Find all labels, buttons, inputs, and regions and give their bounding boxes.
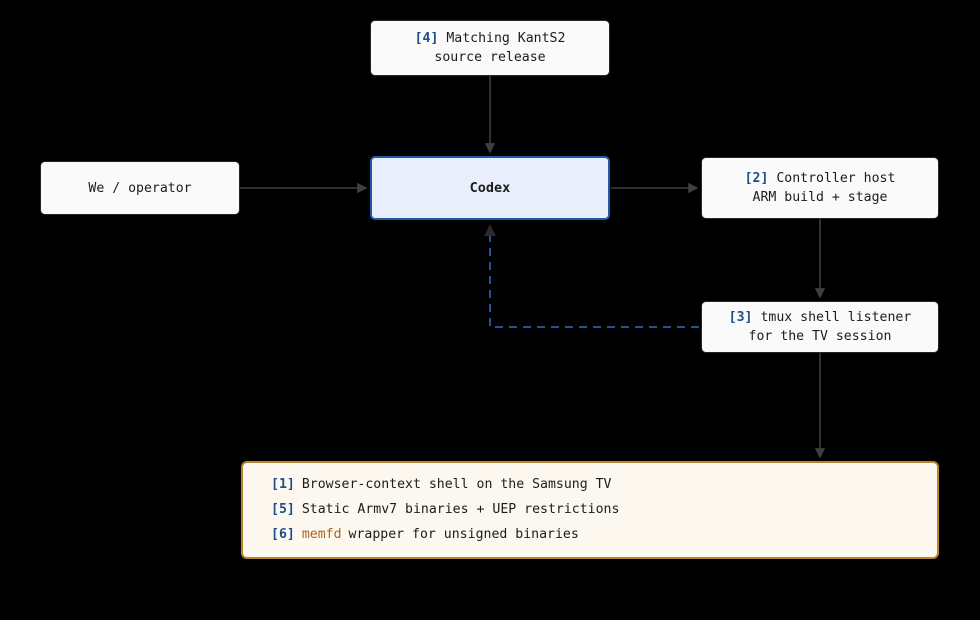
note-text: Browser-context shell on the Samsung TV — [301, 477, 612, 492]
node-text: Controller host — [776, 171, 896, 186]
node-text: We / operator — [88, 180, 192, 196]
node-line: [2] Controller host — [745, 169, 896, 188]
note-text: Static Armv7 binaries + UEP restrictions — [301, 502, 620, 517]
node-text: Matching KantS2 — [446, 31, 566, 46]
node-matching-source-release[interactable]: [4] Matching KantS2 source release — [370, 20, 610, 76]
node-codex[interactable]: Codex — [370, 156, 610, 220]
node-line: [4] Matching KantS2 — [415, 29, 566, 48]
note-tag: [1] — [271, 477, 295, 492]
node-text: tmux shell listener — [760, 310, 912, 325]
node-tmux-shell-listener[interactable]: [3] tmux shell listener for the TV sessi… — [701, 301, 939, 353]
node-we-operator[interactable]: We / operator — [40, 161, 240, 215]
node-notes-panel[interactable]: [1] Browser-context shell on the Samsung… — [241, 461, 939, 559]
list-item: [6] memfd wrapper for unsigned binaries — [271, 526, 579, 544]
node-text: ARM build + stage — [752, 190, 888, 205]
node-text: for the TV session — [748, 329, 892, 344]
note-text: wrapper for unsigned binaries — [348, 527, 579, 542]
list-item: [5] Static Armv7 binaries + UEP restrict… — [271, 501, 619, 519]
node-text: source release — [434, 50, 546, 65]
node-tag: [3] — [728, 310, 753, 325]
node-controller-host[interactable]: [2] Controller host ARM build + stage — [701, 157, 939, 219]
note-tag: [5] — [271, 502, 295, 517]
note-tag: [6] — [271, 527, 295, 542]
node-line: [3] tmux shell listener — [729, 308, 912, 327]
node-tag: [2] — [744, 171, 769, 186]
node-tag: [4] — [414, 31, 439, 46]
edge-tmux-to-codex-feedback — [484, 224, 699, 328]
note-code: memfd — [301, 527, 342, 542]
node-text: Codex — [469, 179, 511, 196]
list-item: [1] Browser-context shell on the Samsung… — [271, 476, 611, 494]
